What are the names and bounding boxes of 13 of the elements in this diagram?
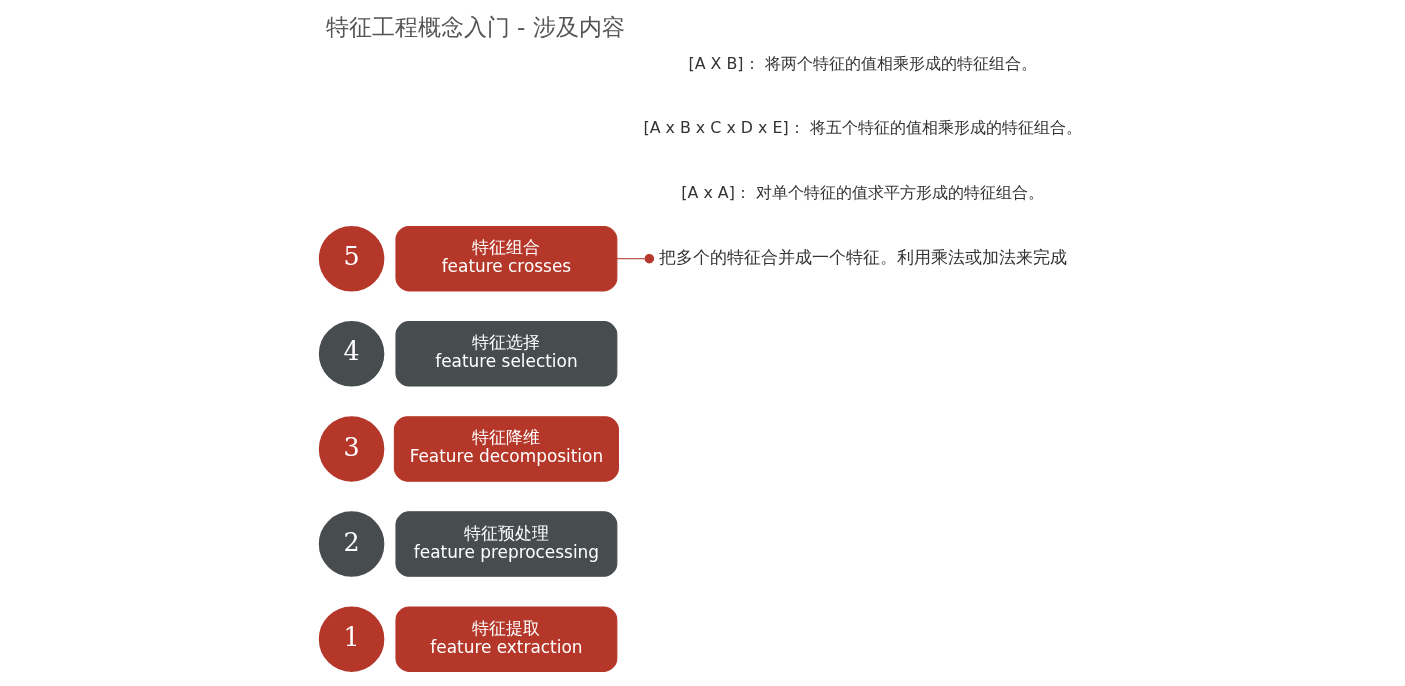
node-circle: 2 (315, 508, 387, 580)
connector (616, 253, 654, 264)
label: [A x B x C x D x E]： 将五个特征的值相乘形成的特征组合。 (643, 118, 1082, 138)
node-box: 特征选择 feature selection (394, 321, 617, 387)
label: [A X B]： 将两个特征的值相乘形成的特征组合。 (688, 54, 1037, 73)
diagram-title: 特征工程概念入门 - 涉及内容 (325, 13, 625, 41)
node-box: 特征降维 Feature decomposition (393, 416, 619, 482)
label: [A x A]： 对单个特征的值求平方形成的特征组合。 (680, 182, 1044, 202)
node-box: 特征组合 feature crosses (394, 225, 617, 292)
node-box: 特征预处理 feature preprocessing (394, 511, 617, 577)
node-text: 把多个的特征合并成一个特征。利用乘法或加法来完成 (658, 246, 1067, 267)
node-circle: 3 (315, 413, 387, 485)
node-box: 特征提取 feature extraction (394, 606, 617, 672)
